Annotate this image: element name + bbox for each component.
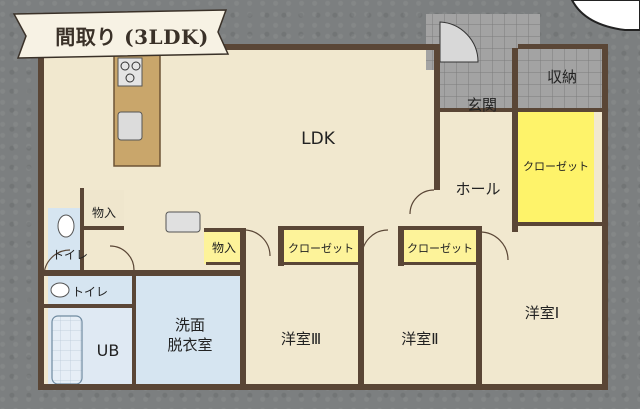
label-washroom-1: 洗面	[175, 316, 205, 334]
label-washroom-2: 脱衣室	[167, 336, 212, 354]
label-storage: 収納	[547, 68, 577, 86]
washroom-fill	[136, 276, 242, 390]
kitchen-sink	[117, 111, 143, 141]
label-closet-3: クローゼット	[288, 242, 354, 255]
toilet-bowl-1	[57, 214, 75, 238]
burner-2	[131, 61, 141, 71]
mono-2-fill	[204, 230, 244, 264]
label-western-3: 洋室Ⅲ	[281, 330, 321, 348]
storage-tile	[518, 48, 606, 112]
label-hall: ホール	[455, 180, 500, 198]
label-toilet-2: トイレ	[72, 285, 108, 299]
entrance-door-swing	[439, 21, 479, 63]
corner-bubble	[570, 0, 640, 31]
bathtub	[51, 315, 83, 385]
burner-1	[120, 61, 130, 71]
label-entrance: 玄関	[467, 96, 497, 114]
title-ribbon	[12, 9, 230, 59]
entrance-tile	[440, 66, 518, 112]
walls	[38, 44, 608, 390]
door-swings	[43, 189, 509, 277]
page-title: 間取り (3LDK)	[55, 24, 209, 49]
closet-2-fill	[402, 230, 478, 264]
label-ldk: LDK	[301, 129, 336, 149]
mono-1-fill	[84, 190, 124, 228]
label-western-1: 洋室Ⅰ	[525, 304, 559, 322]
closet-3-fill	[283, 230, 359, 264]
label-western-2: 洋室Ⅱ	[401, 330, 438, 348]
label-closet-2: クローゼット	[407, 242, 473, 255]
label-toilet-1: トイレ	[52, 248, 88, 262]
burner-3	[125, 73, 135, 83]
toilet-bowl-2	[50, 282, 70, 298]
label-closet-right: クローゼット	[523, 160, 589, 173]
sink-vanity	[165, 211, 201, 233]
label-mono-1: 物入	[92, 206, 116, 220]
label-bath: UB	[97, 341, 120, 360]
closet-right-fill	[518, 112, 594, 224]
label-mono-2: 物入	[212, 241, 236, 255]
